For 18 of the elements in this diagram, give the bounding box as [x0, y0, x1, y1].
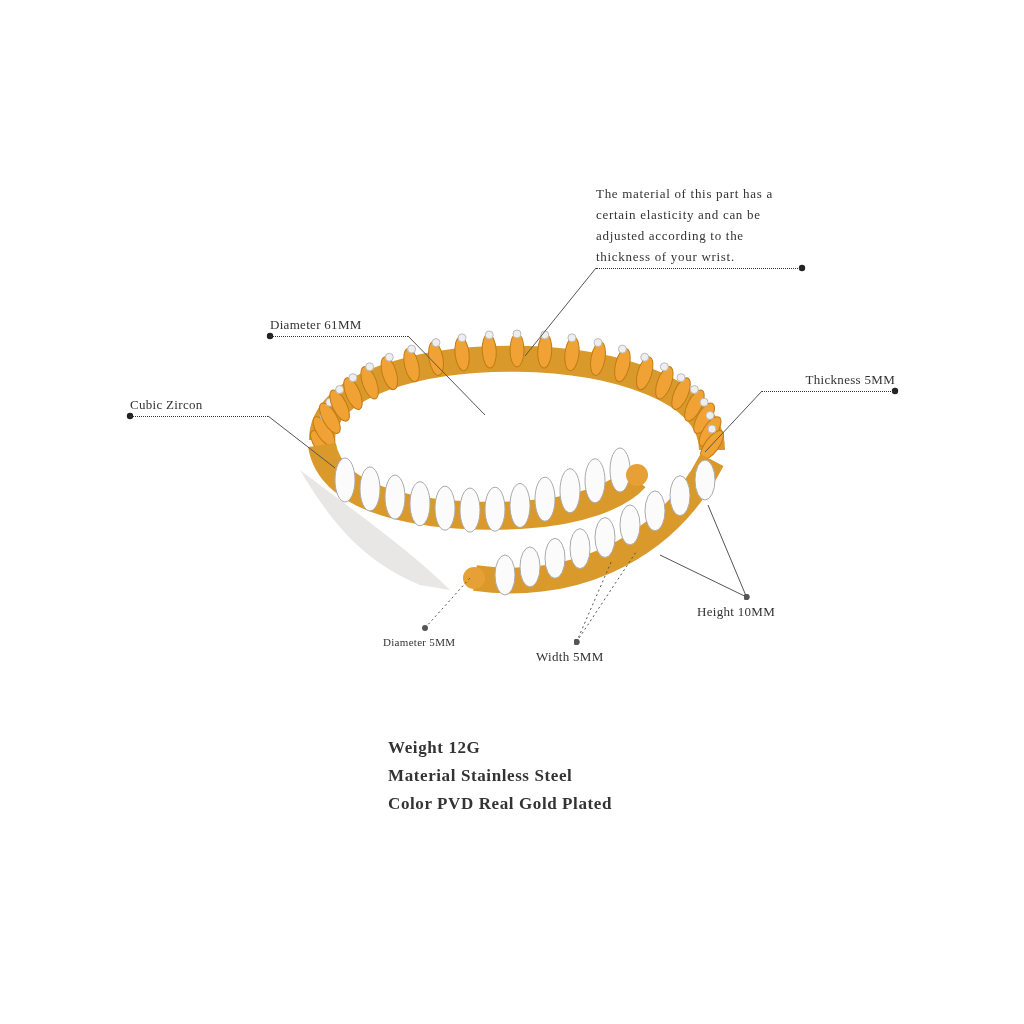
leader-line: [267, 415, 336, 469]
spec-text: Weight 12G: [388, 738, 481, 758]
leader-line: [573, 551, 637, 645]
callout-text: Cubic Zircon: [130, 394, 268, 417]
spec-text: Color PVD Real Gold Plated: [388, 794, 612, 814]
callout-text: Height 10MM: [697, 603, 777, 621]
callout-text: Thickness 5MM: [762, 369, 895, 392]
leader-line: [422, 577, 471, 631]
bracelet-drawing: [300, 329, 725, 596]
callout-text: Diameter 61MM: [270, 314, 408, 337]
callout-text: The material of this part has a certain elasticity and can be adjusted according to the thickness of your wrist.: [596, 183, 802, 269]
leader-line: [407, 335, 486, 416]
leader-line: [707, 504, 750, 600]
spec-text: Material Stainless Steel: [388, 766, 573, 786]
leader-line: [524, 267, 597, 357]
leader-line: [704, 390, 763, 453]
callout-text: Width 5MM: [536, 648, 605, 666]
callout-text: Diameter 5MM: [383, 635, 457, 650]
